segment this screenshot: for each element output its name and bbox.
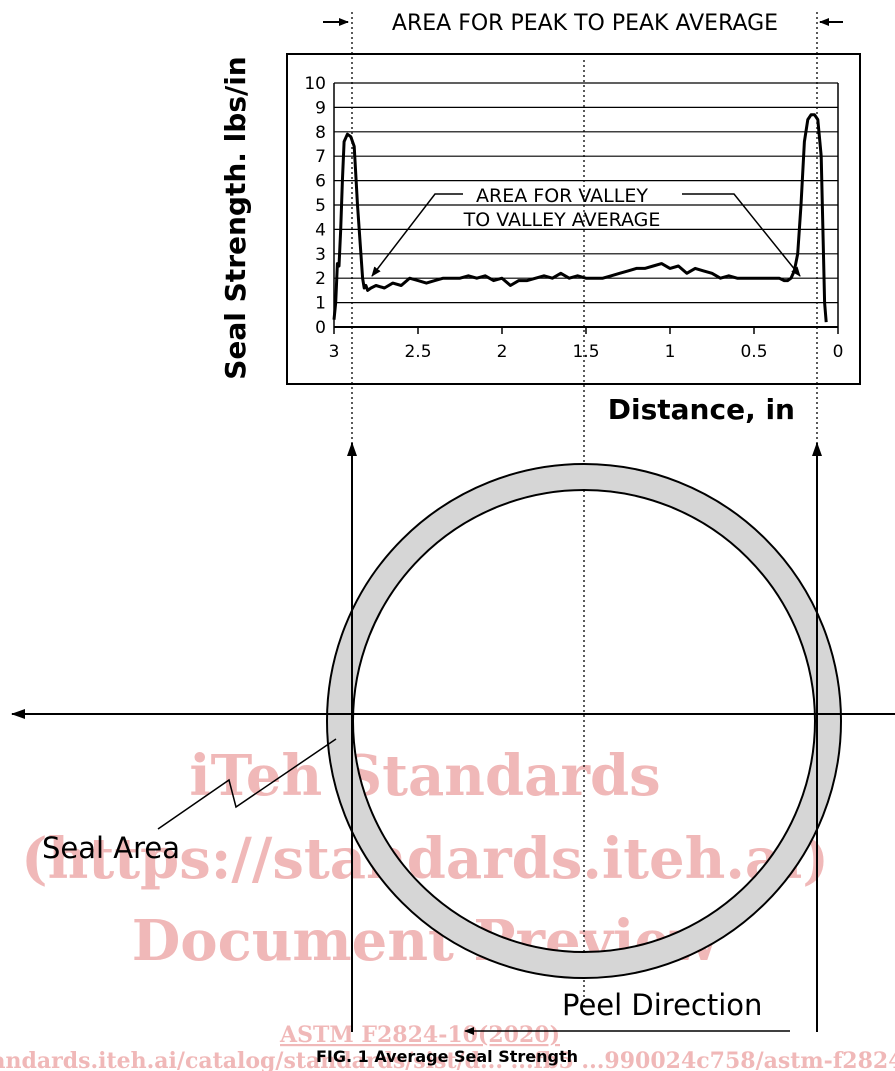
y-tick-label: 3 <box>315 245 326 265</box>
y-tick-label: 6 <box>315 172 326 192</box>
seal-ring <box>326 463 842 979</box>
watermark-url: https://standards.iteh.ai/catalog/standa… <box>0 1048 895 1071</box>
projection-lines <box>351 12 818 1010</box>
x-tick-label: 2 <box>497 342 508 362</box>
valley-left-arrow <box>371 193 463 277</box>
watermark-line-4: ASTM F2824-10(2020) <box>279 1022 560 1048</box>
x-tick-label: 0.5 <box>740 342 767 362</box>
figure-caption: FIG. 1 Average Seal Strength <box>316 1047 578 1066</box>
peel-direction-label: Peel Direction <box>562 988 762 1022</box>
y-tick-label: 8 <box>315 123 326 143</box>
watermark: iTeh Standards (https://standards.iteh.a… <box>0 743 895 1071</box>
x-tick-label: 3 <box>329 342 340 362</box>
watermark-line-2: (https://standards.iteh.ai) <box>21 826 829 892</box>
y-tick-label: 9 <box>315 98 326 118</box>
watermark-line-1: iTeh Standards <box>189 743 660 809</box>
x-tick-label: 1.5 <box>572 342 599 362</box>
x-axis-ticks: 3 2.5 2 1.5 1 0.5 0 <box>329 327 844 362</box>
y-tick-label: 7 <box>315 147 326 167</box>
y-tick-label: 4 <box>315 220 326 240</box>
x-tick-label: 1 <box>665 342 676 362</box>
seal-area-leader <box>157 738 337 830</box>
y-axis-ticks: 0 1 2 3 4 5 6 7 8 9 10 <box>304 74 326 338</box>
seal-area-label: Seal Area <box>42 831 180 865</box>
x-axis-title: Distance, in <box>608 393 795 426</box>
peak-to-peak-label: AREA FOR PEAK TO PEAK AVERAGE <box>392 11 778 36</box>
valley-label-line1: AREA FOR VALLEY <box>476 185 648 207</box>
y-axis-title: Seal Strength. lbs/in <box>219 56 252 380</box>
peak-to-peak-dimension: AREA FOR PEAK TO PEAK AVERAGE <box>323 11 843 36</box>
seal-ring-outer-edge <box>326 463 842 979</box>
seal-strength-line <box>332 113 828 323</box>
y-tick-label: 5 <box>315 196 326 216</box>
seal-ring-band <box>328 465 840 977</box>
seal-strength-chart: 0 1 2 3 4 5 6 7 8 9 10 3 2.5 2 1.5 1 0.5 0 <box>304 74 843 362</box>
y-tick-label: 10 <box>304 74 326 94</box>
valley-label-line2: TO VALLEY AVERAGE <box>463 209 661 231</box>
y-tick-label: 0 <box>315 318 326 338</box>
y-tick-label: 1 <box>315 294 326 314</box>
chart-frame <box>286 53 861 385</box>
valley-right-arrow <box>682 193 801 277</box>
x-tick-label: 0 <box>833 342 844 362</box>
valley-annotation: AREA FOR VALLEY TO VALLEY AVERAGE <box>371 185 801 277</box>
y-tick-label: 2 <box>315 269 326 289</box>
x-tick-label: 2.5 <box>404 342 431 362</box>
